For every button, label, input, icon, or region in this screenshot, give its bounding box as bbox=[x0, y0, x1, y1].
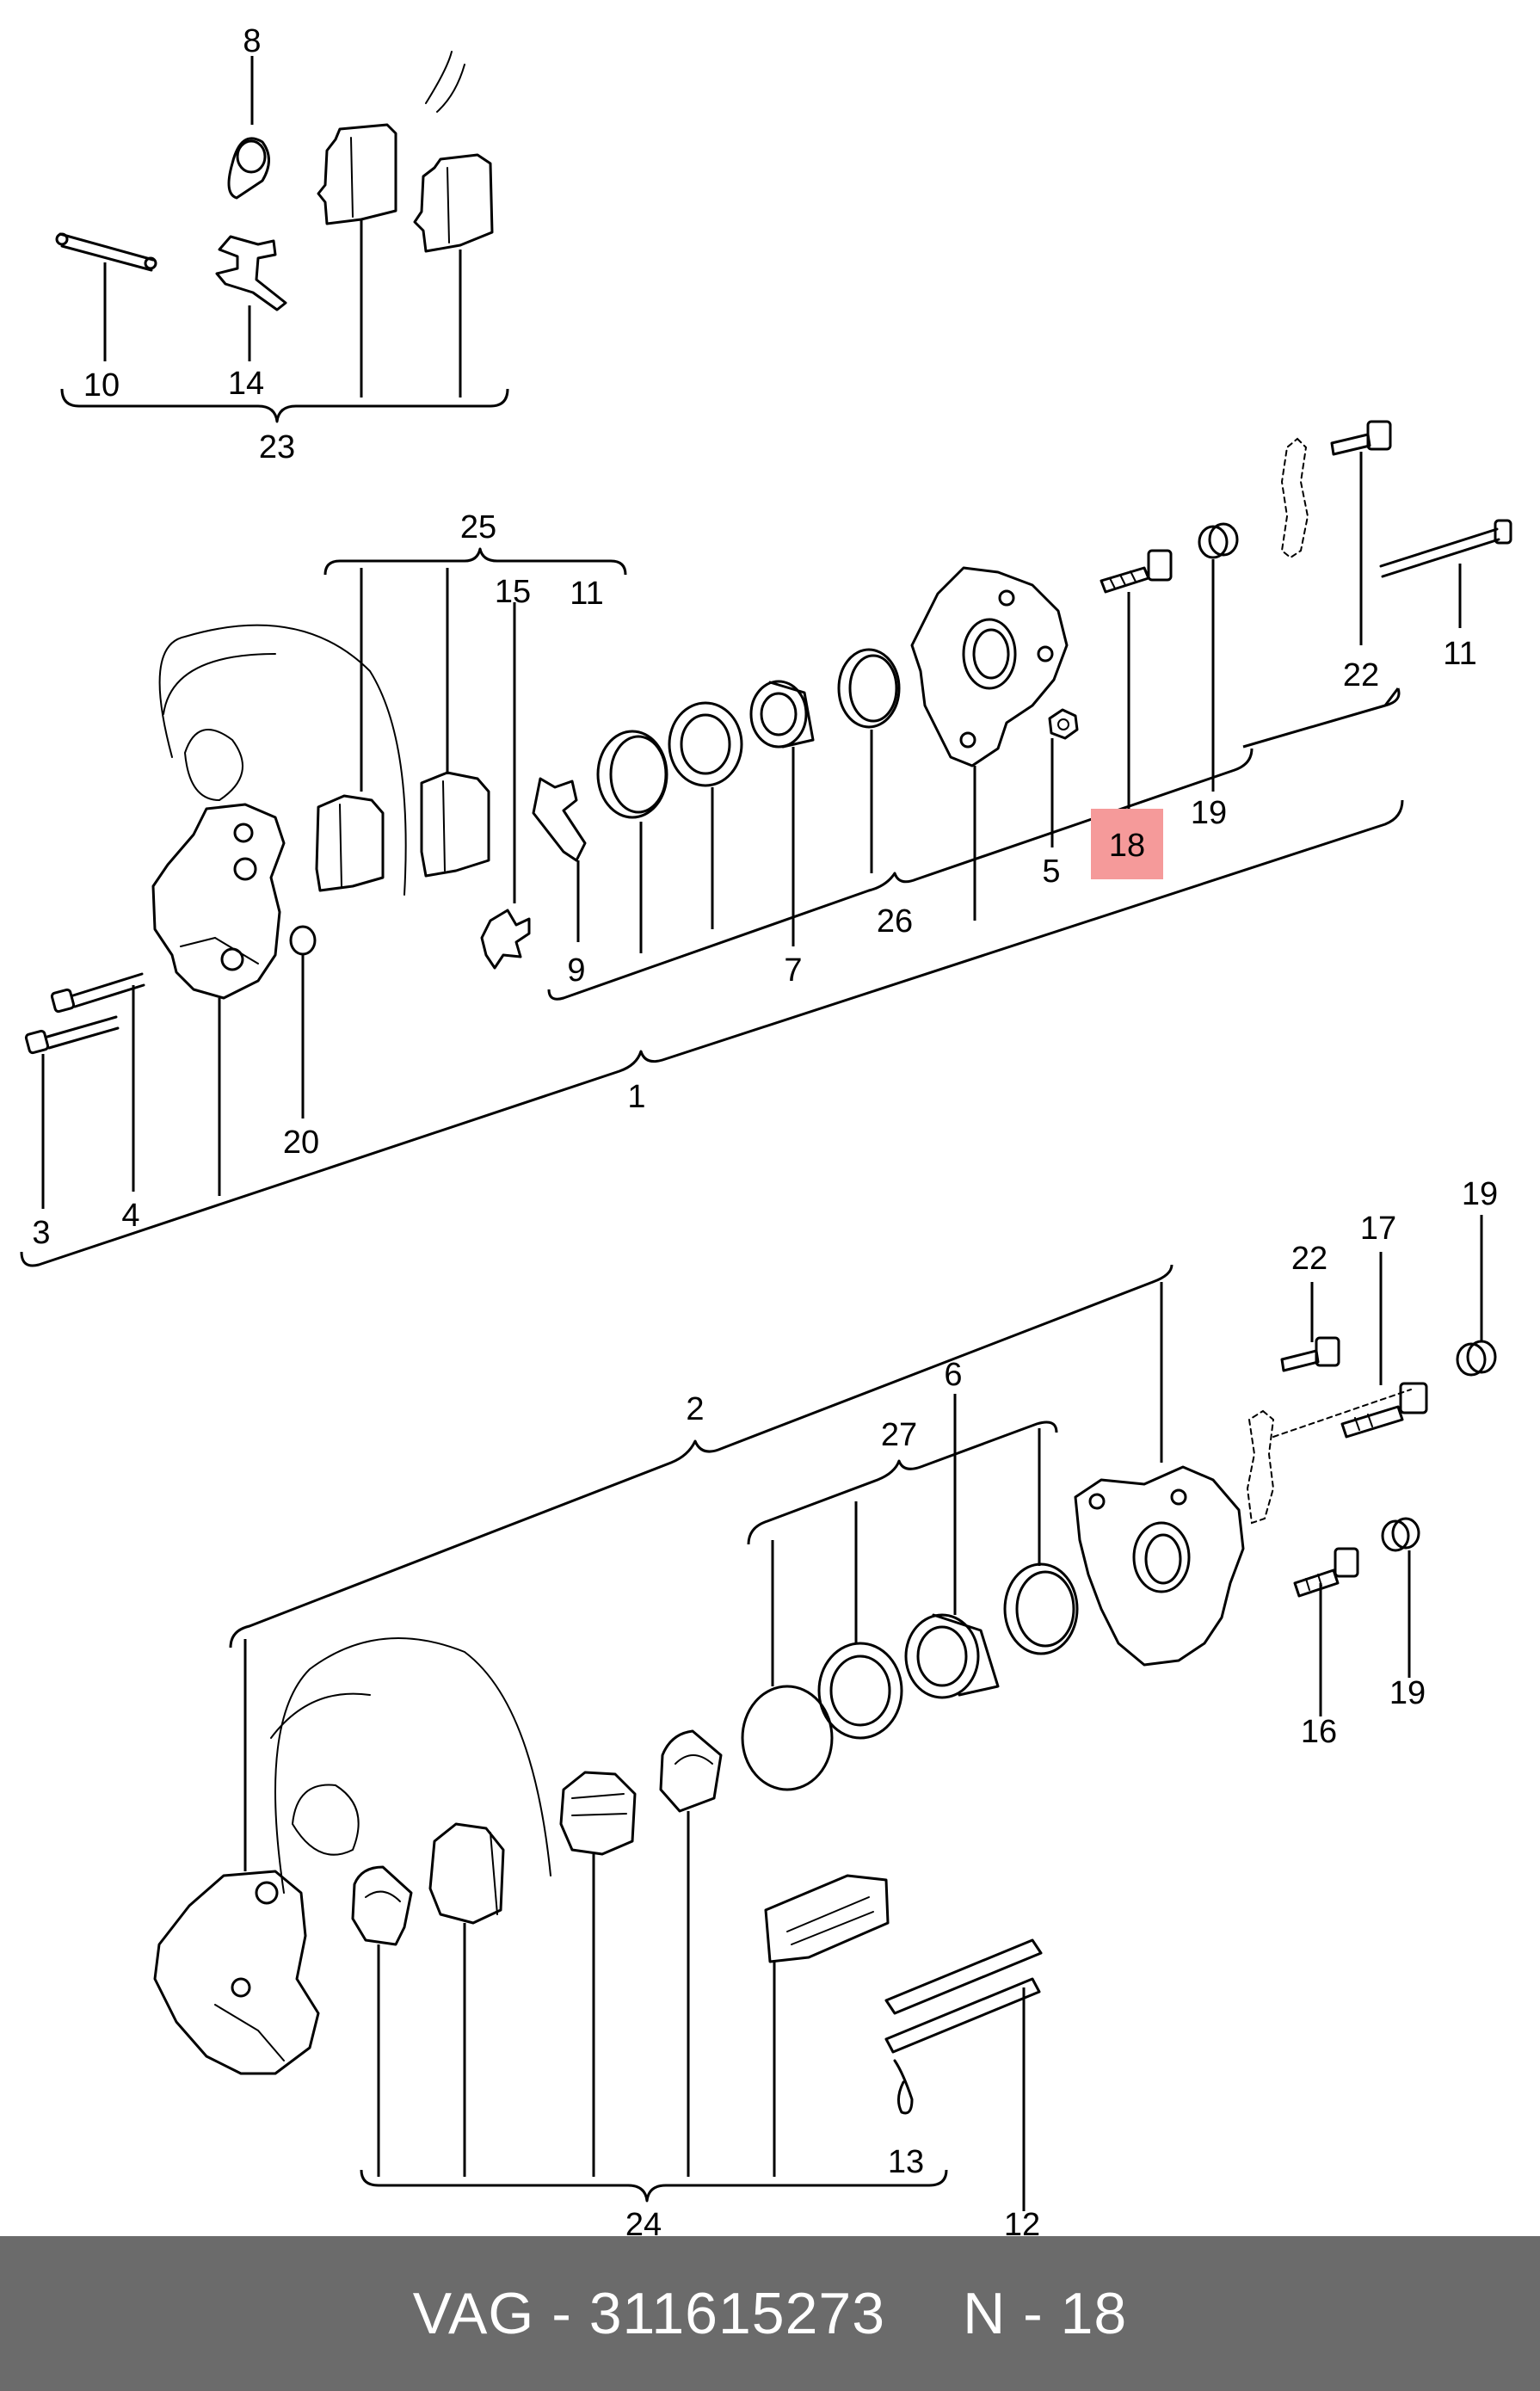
dust-cap-19a bbox=[1198, 522, 1239, 559]
seal-ring-lower bbox=[741, 1685, 834, 1791]
pins-12 bbox=[884, 1938, 1043, 2054]
part-number: VAG - 311615273 bbox=[412, 2281, 886, 2346]
piston-7 bbox=[749, 680, 815, 749]
brake-pad-top-left bbox=[317, 123, 397, 225]
label-8: 8 bbox=[243, 23, 261, 59]
brake-pad-mid-right bbox=[420, 771, 490, 878]
dust-cap-19c bbox=[1381, 1517, 1420, 1552]
label-24: 24 bbox=[625, 2207, 662, 2237]
dust-cap-19b bbox=[1456, 1340, 1497, 1377]
bolt-4 bbox=[50, 972, 145, 1014]
bridge-pipe bbox=[1280, 437, 1309, 559]
bolt-3 bbox=[24, 1015, 120, 1055]
caliper-half-left bbox=[151, 803, 286, 1000]
washer-20 bbox=[289, 925, 317, 956]
caliper-assembly-2 bbox=[153, 1215, 1497, 2211]
dust-boot-mid bbox=[668, 701, 743, 787]
bridge-pipe-lower bbox=[1246, 1409, 1275, 1525]
brake-pad-lower-right bbox=[559, 1771, 637, 1856]
nut-5 bbox=[1048, 708, 1079, 740]
label-16: 16 bbox=[1301, 1714, 1337, 1750]
spreader-spring bbox=[764, 1874, 890, 1963]
seal-ring-26 bbox=[837, 648, 901, 729]
label-26: 26 bbox=[877, 903, 913, 940]
long-pin-11 bbox=[1379, 519, 1512, 578]
seal-ring-mid bbox=[596, 730, 668, 819]
label-5: 5 bbox=[1042, 853, 1060, 890]
bolt-22a bbox=[1330, 420, 1392, 456]
highlight-box-18 bbox=[1091, 809, 1163, 879]
label-14: 14 bbox=[228, 366, 264, 402]
label-2: 2 bbox=[686, 1391, 704, 1427]
label-22-lower: 22 bbox=[1291, 1241, 1327, 1277]
footer-bar: VAG - 311615273 N - 18 bbox=[0, 2236, 1540, 2391]
brake-pad-top-right bbox=[413, 153, 494, 253]
pin-10 bbox=[55, 232, 157, 272]
bleeder-16 bbox=[1293, 1547, 1359, 1598]
caliper-half-right bbox=[910, 566, 1069, 767]
brake-disc-lower bbox=[274, 1637, 551, 1894]
shim-right bbox=[659, 1729, 723, 1813]
bracket-9 bbox=[532, 777, 587, 862]
label-12: 12 bbox=[1004, 2207, 1040, 2237]
bolt-22b bbox=[1280, 1336, 1340, 1372]
label-10: 10 bbox=[83, 367, 120, 404]
shim-left bbox=[351, 1865, 413, 1946]
label-11-mid: 11 bbox=[570, 576, 603, 612]
brake-pad-mid-left bbox=[315, 794, 385, 892]
pad-kit-group-23 bbox=[55, 51, 509, 423]
position-number: N - 18 bbox=[963, 2281, 1128, 2346]
seal-ring-27 bbox=[1003, 1562, 1079, 1655]
label-22-mid: 22 bbox=[1343, 657, 1379, 693]
label-4: 4 bbox=[121, 1198, 139, 1234]
label-3: 3 bbox=[32, 1215, 50, 1251]
piston-6 bbox=[904, 1613, 1000, 1699]
label-19-mid: 19 bbox=[1191, 795, 1227, 831]
clip-14 bbox=[215, 235, 287, 311]
part-labels: 8 10 14 23 25 15 11 22 11 19 18 5 26 7 9… bbox=[32, 23, 1498, 2237]
label-19-lower: 19 bbox=[1389, 1675, 1426, 1711]
caliper-half-right-lower bbox=[1074, 1465, 1245, 1667]
cotter-pin-13 bbox=[893, 2059, 914, 2115]
label-20: 20 bbox=[283, 1125, 319, 1161]
dust-boot-lower bbox=[817, 1642, 903, 1740]
brake-disc-upper bbox=[158, 624, 407, 896]
spring-8 bbox=[227, 137, 270, 200]
label-25: 25 bbox=[460, 509, 496, 545]
caliper-half-left-lower bbox=[153, 1870, 320, 2075]
label-23: 23 bbox=[259, 429, 295, 465]
caliper-assembly-1 bbox=[20, 420, 1512, 1267]
exploded-brake-diagram: 8 10 14 23 25 15 11 22 11 19 18 5 26 7 9… bbox=[20, 23, 1512, 2237]
label-15: 15 bbox=[495, 574, 531, 610]
label-6: 6 bbox=[944, 1357, 962, 1393]
label-27: 27 bbox=[881, 1417, 917, 1453]
bleeder-17 bbox=[1340, 1382, 1428, 1439]
brake-pad-lower-left bbox=[428, 1822, 505, 1925]
label-11-right: 11 bbox=[1443, 636, 1476, 672]
label-9: 9 bbox=[567, 952, 585, 989]
bleeder-bolt-18 bbox=[1100, 549, 1173, 594]
label-1: 1 bbox=[627, 1079, 645, 1115]
label-7: 7 bbox=[784, 952, 802, 989]
label-19-top: 19 bbox=[1462, 1176, 1498, 1212]
label-17: 17 bbox=[1360, 1211, 1396, 1247]
label-13: 13 bbox=[888, 2144, 924, 2180]
label-18: 18 bbox=[1109, 828, 1145, 864]
clip-15 bbox=[480, 909, 531, 970]
